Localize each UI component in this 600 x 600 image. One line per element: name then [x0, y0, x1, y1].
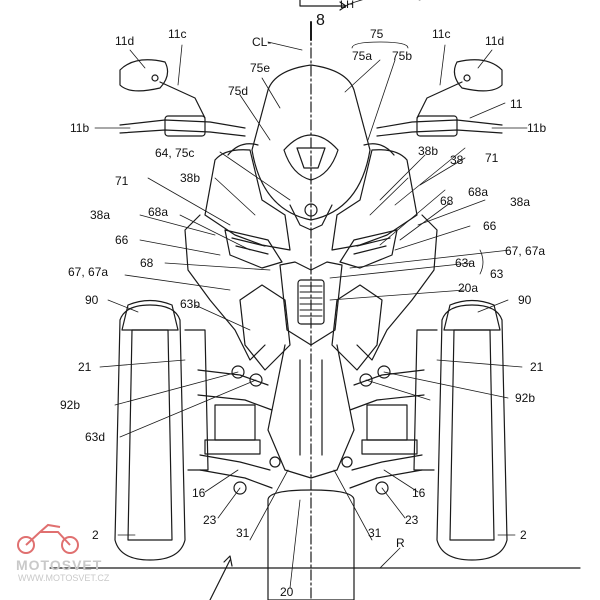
- air-intake: [297, 279, 325, 325]
- watermark-url: WWW.MOTOSVET.CZ: [18, 573, 110, 583]
- label-66-left: 66: [115, 233, 129, 247]
- label-38: 38: [450, 153, 464, 167]
- label-63d: 63d: [85, 430, 105, 444]
- left-front-wheel: [114, 304, 186, 561]
- right-handlebar: [376, 119, 503, 129]
- label-71-right: 71: [485, 151, 499, 165]
- label-68-left: 68: [140, 256, 154, 270]
- watermark-brand: MOTOSVET: [16, 557, 102, 573]
- fairing-right: [331, 149, 418, 251]
- watermark-logo: [17, 523, 79, 554]
- label-66-right: 66: [483, 219, 497, 233]
- label-11d-right: 11d: [485, 34, 504, 48]
- damper-right: [366, 404, 408, 441]
- label-90-left: 90: [85, 293, 99, 307]
- label-75a: 75a: [352, 49, 372, 63]
- label-67-67a-right: 67, 67a: [505, 244, 545, 258]
- front-nose: [279, 261, 343, 346]
- label-68a-left: 68a: [148, 205, 168, 219]
- front-fork-cover: [267, 344, 355, 479]
- label-11c-left: 11c: [168, 27, 186, 41]
- label-20: 20: [280, 585, 294, 599]
- right-front-wheel: [436, 304, 508, 561]
- section-label: 8: [316, 12, 325, 29]
- headlight-right: [339, 229, 398, 269]
- label-11b-left: 11b: [70, 121, 89, 135]
- label-64-75c: 64, 75c: [155, 146, 194, 160]
- windscreen: [251, 64, 371, 221]
- label-31-right: 31: [368, 526, 382, 540]
- upper-arm: [197, 369, 425, 386]
- watermark: MOTOSVET WWW.MOTOSVET.CZ: [16, 523, 110, 583]
- label-71-left: 71: [115, 174, 129, 188]
- label-11c-right: 11c: [432, 27, 450, 41]
- cl-label: CL-: [252, 35, 271, 49]
- left-fender: [121, 299, 179, 331]
- label-11b-right: 11b: [527, 121, 546, 135]
- label-23-left: 23: [203, 513, 217, 527]
- damper-left: [214, 404, 256, 441]
- left-mirror: [119, 59, 169, 92]
- lh-arrow: [299, 0, 346, 7]
- lh-label: LH: [340, 0, 354, 11]
- label-75: 75: [370, 27, 384, 41]
- label-31-left: 31: [236, 526, 250, 540]
- label-11: 11: [510, 97, 523, 111]
- label-21-right: 21: [530, 360, 544, 374]
- label-r: R: [396, 536, 405, 550]
- label-38a-left: 38a: [90, 208, 110, 222]
- label-2-right: 2: [520, 528, 527, 542]
- label-11d-left: 11d: [115, 34, 134, 48]
- label-2-left: 2: [92, 528, 99, 542]
- view-arrow: [209, 559, 231, 600]
- right-fender: [443, 299, 501, 331]
- label-16-left: 16: [192, 486, 206, 500]
- label-90-right: 90: [518, 293, 532, 307]
- label-92b-left: 92b: [60, 398, 80, 412]
- label-75b: 75b: [392, 49, 412, 63]
- label-38b-left: 38b: [180, 171, 200, 185]
- label-23-right: 23: [405, 513, 419, 527]
- left-handlebar: [119, 119, 246, 129]
- label-68a-right: 68a: [468, 185, 488, 199]
- label-38a-right: 38a: [510, 195, 530, 209]
- label-75d: 75d: [228, 84, 248, 98]
- meter-housing: [283, 134, 339, 181]
- label-75e: 75e: [250, 61, 270, 75]
- right-mirror: [453, 59, 503, 92]
- label-20a: 20a: [458, 281, 478, 295]
- part-labels: LH 8 CL- 75 75a 75b 75e 75d 11d 11c 11c …: [60, 0, 546, 599]
- rear-wheel: [267, 489, 355, 600]
- headlight-left: [224, 229, 283, 269]
- label-92b-right: 92b: [515, 391, 535, 405]
- label-63b: 63b: [180, 297, 200, 311]
- label-68-right: 68: [440, 194, 454, 208]
- fairing-left: [204, 149, 291, 251]
- label-63: 63: [490, 267, 504, 281]
- label-16-right: 16: [412, 486, 426, 500]
- label-67-67a-left: 67, 67a: [68, 265, 108, 279]
- label-63a: 63a: [455, 256, 475, 270]
- label-38b-right: 38b: [418, 144, 438, 158]
- label-21-left: 21: [78, 360, 92, 374]
- lower-arm: [199, 454, 423, 471]
